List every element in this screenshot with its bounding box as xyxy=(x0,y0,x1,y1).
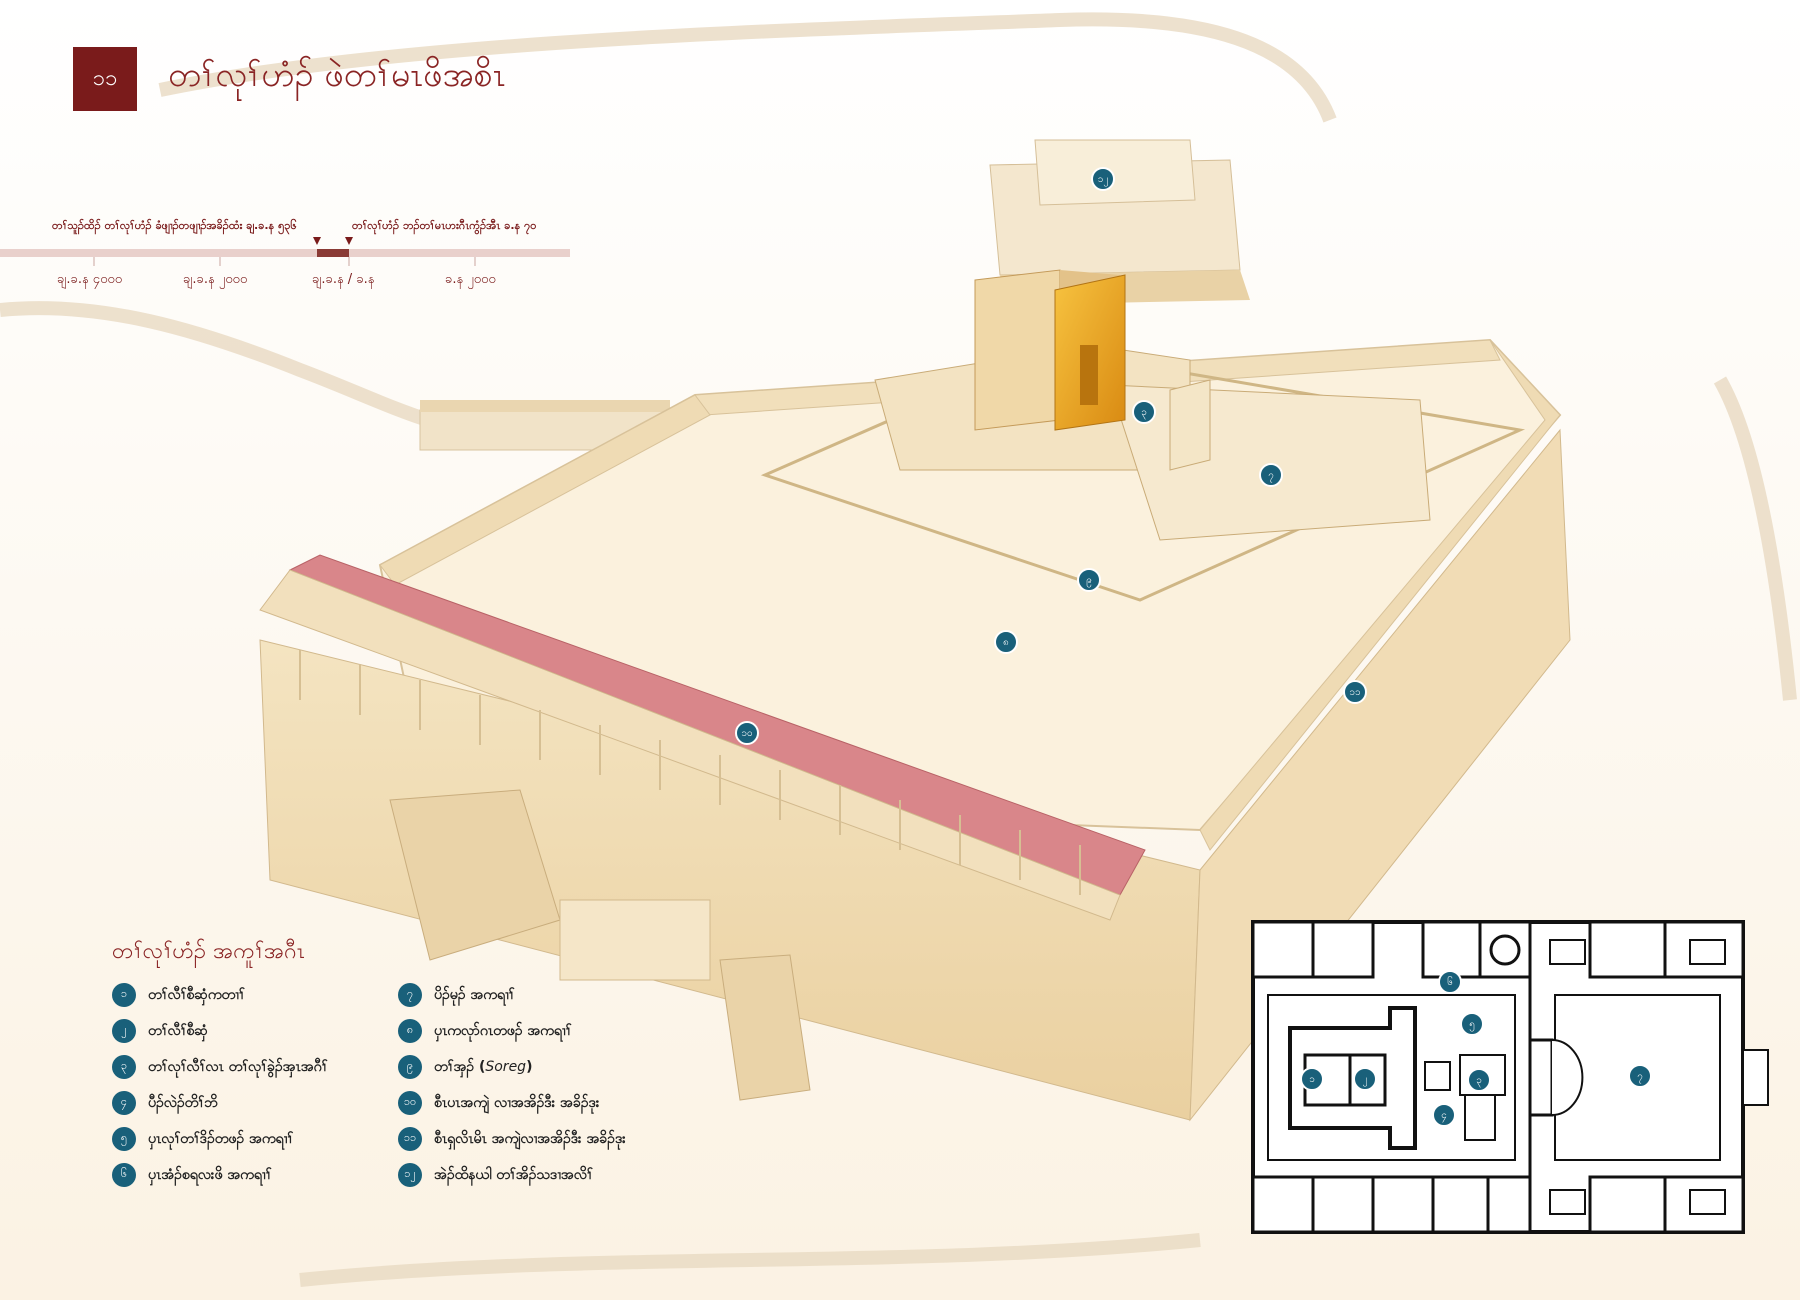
legend-label-note: Soreg xyxy=(485,1058,527,1075)
chapter-number: ၁၁ xyxy=(73,47,137,111)
plan-marker-5: ၅ xyxy=(1460,1012,1484,1036)
legend-label: တၢ်လီၢ်စီဆှံ xyxy=(148,1022,208,1039)
legend-number-badge: ၈ xyxy=(398,1019,422,1043)
legend-number-badge: ၇ xyxy=(398,983,422,1007)
timeline xyxy=(0,237,570,266)
legend-label: တၢ်အှၣ် (Soreg) xyxy=(434,1058,533,1075)
legend-number-badge: ၆ xyxy=(112,1163,136,1187)
legend-label: ပိၣ်မုၣ် အကရၢၢ် xyxy=(434,986,515,1003)
marker-antonia-fortress: ၁၂ xyxy=(1091,167,1115,191)
inner-court-complex xyxy=(760,269,1526,602)
legend-item: ၁၀ စီၤပၤအကျဲ လၢအအိၣ်ဒီး အခိၣ်ဒုး xyxy=(398,1090,599,1116)
legend-label: စီၤရှလိၤမိၤ အကျဲလၢအအိၣ်ဒီး အခိၣ်ဒုး xyxy=(434,1130,626,1147)
timeline-tick-label: ချ.ခ.န ၄၀၀၀ xyxy=(57,272,123,287)
page-title: တၢ်လုၢ်ဟံၣ် ဖဲတၢ်မၤဖိအစိၤ xyxy=(168,55,506,95)
plan-marker-6: ၆ xyxy=(1438,970,1462,994)
legend-label: တၢ်လီၢ်စီဆှံကတၢၢ် xyxy=(148,986,245,1003)
timeline-label-destruction: တၢ်လုၢ်ဟံၣ် ဘၣ်တၢ်မၤဟးဂီၤကွံၣ်အီၤ ခ.န ၇၀ xyxy=(352,219,537,232)
legend-label: စီၤပၤအကျဲ လၢအအိၣ်ဒီး အခိၣ်ဒုး xyxy=(434,1094,600,1111)
legend-number-badge: ၁ xyxy=(112,983,136,1007)
plan-marker-2: ၂ xyxy=(1353,1067,1377,1091)
floor-plan xyxy=(1251,920,1769,1234)
legend-label: အဲၣ်ထိနယါ တၢ်အိၣ်သဒၢအလိၢ် xyxy=(434,1166,593,1183)
marker-altar: ၃ xyxy=(1132,400,1156,424)
legend-label: ပီၣ်လဲၣ်တိၢ်ဘိ xyxy=(148,1094,218,1111)
legend-number-badge: ၅ xyxy=(112,1127,136,1151)
timeline-tick-label: ခ.န ၂၀၀၀ xyxy=(445,272,496,287)
legend-item: ၁၁ စီၤရှလိၤမိၤ အကျဲလၢအအိၣ်ဒီး အခိၣ်ဒုး xyxy=(398,1126,626,1152)
legend-title: တၢ်လုၢ်ဟံၣ် အကူၢ်အဂီၤ xyxy=(112,939,305,964)
timeline-marker-b xyxy=(345,237,353,245)
legend-item: ၁၂ အဲၣ်ထိနယါ တၢ်အိၣ်သဒၢအလိၢ် xyxy=(398,1162,593,1188)
legend-item: ၇ ပိၣ်မုၣ် အကရၢၢ် xyxy=(398,982,515,1008)
timeline-label-construction: တၢ်သူၣ်ထိၣ် တၢ်လုၢ်ဟံၣ် ခံဖျၢၣ်တဖျၢၣ်အခိ… xyxy=(52,219,297,232)
marker-soreg: ၉ xyxy=(1077,568,1101,592)
marker-royal-porch: ၁၀ xyxy=(735,721,759,745)
legend-item: ၉ တၢ်အှၣ် (Soreg) xyxy=(398,1054,532,1080)
legend-label: ပှၤအံၣ်စရလးဖိ အကရၢၢ် xyxy=(148,1166,272,1183)
legend-number-badge: ၁၂ xyxy=(398,1163,422,1187)
plan-marker-1: ၁ xyxy=(1300,1067,1324,1091)
legend-label: ပှၤကလုာ်ဂၤတဖၣ် အကရၢၢ် xyxy=(434,1022,572,1039)
city-walls xyxy=(0,12,1797,1287)
legend-item: ၃ တၢ်လုၢ်လီၢ်လၤ တၢ်လုၢ်ခွဲၣ်အှၤအဂီၢ် xyxy=(112,1054,327,1080)
legend-number-badge: ၂ xyxy=(112,1019,136,1043)
legend-number-badge: ၁၀ xyxy=(398,1091,422,1115)
plan-marker-3: ၃ xyxy=(1467,1068,1491,1092)
legend-item: ၄ ပီၣ်လဲၣ်တိၢ်ဘိ xyxy=(112,1090,218,1116)
legend-label: ပှၤလုၢ်တၢ်ဒိၣ်တဖၣ် အကရၢၢ် xyxy=(148,1130,294,1147)
timeline-marker-a xyxy=(313,237,321,245)
plan-marker-7: ၇ xyxy=(1628,1064,1652,1088)
marker-solomon-porch: ၁၁ xyxy=(1343,680,1367,704)
marker-gentiles-court: ၈ xyxy=(994,630,1018,654)
legend-number-badge: ၉ xyxy=(398,1055,422,1079)
marker-women-court: ၇ xyxy=(1259,463,1283,487)
timeline-tick-label: ချ.ခ.န / ခ.န xyxy=(312,272,375,287)
plan-marker-4: ၄ xyxy=(1432,1103,1456,1127)
legend-item: ၆ ပှၤအံၣ်စရလးဖိ အကရၢၢ် xyxy=(112,1162,271,1188)
legend-item: ၁ တၢ်လီၢ်စီဆှံကတၢၢ် xyxy=(112,982,245,1008)
legend-item: ၈ ပှၤကလုာ်ဂၤတဖၣ် အကရၢၢ် xyxy=(398,1018,571,1044)
legend-label-main: တၢ်အှၣ် xyxy=(434,1058,475,1075)
legend-number-badge: ၄ xyxy=(112,1091,136,1115)
legend-item: ၂ တၢ်လီၢ်စီဆှံ xyxy=(112,1018,208,1044)
legend-number-badge: ၁၁ xyxy=(398,1127,422,1151)
legend-label: တၢ်လုၢ်လီၢ်လၤ တၢ်လုၢ်ခွဲၣ်အှၤအဂီၢ် xyxy=(148,1058,328,1075)
legend-item: ၅ ပှၤလုၢ်တၢ်ဒိၣ်တဖၣ် အကရၢၢ် xyxy=(112,1126,293,1152)
legend-number-badge: ၃ xyxy=(112,1055,136,1079)
timeline-tick-label: ချ.ခ.န ၂၀၀၀ xyxy=(183,272,248,287)
